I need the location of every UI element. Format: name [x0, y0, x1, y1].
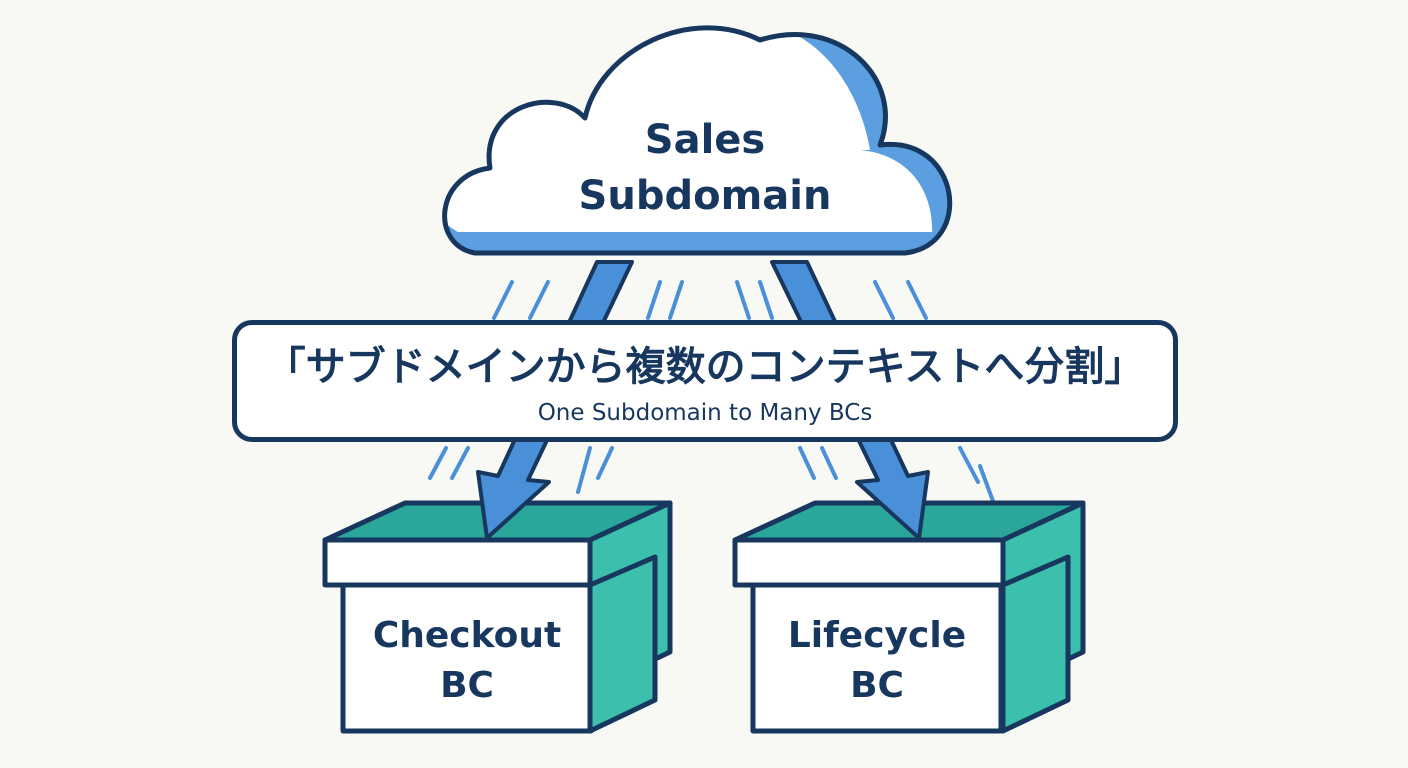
checkout-bc-line1: Checkout — [372, 615, 562, 656]
checkout-bc-label: Checkout BC — [343, 611, 591, 711]
split-banner: 「サブドメインから複数のコンテキストへ分割」 One Subdomain to … — [232, 320, 1178, 442]
checkout-box-side — [587, 554, 658, 734]
checkout-box-rim — [322, 537, 593, 588]
banner-japanese-text: 「サブドメインから複数のコンテキストへ分割」 — [265, 344, 1145, 390]
sales-subdomain-line2: Subdomain — [578, 173, 832, 219]
lifecycle-bc-line2: BC — [850, 665, 904, 706]
lifecycle-bc-label: Lifecycle BC — [753, 611, 1001, 711]
checkout-box-front — [340, 582, 594, 734]
motion-lines — [428, 280, 1002, 522]
sales-subdomain-line1: Sales — [644, 117, 766, 163]
lifecycle-box-rim — [732, 537, 1006, 588]
lifecycle-bc-line1: Lifecycle — [787, 615, 967, 656]
lifecycle-box-side — [1000, 554, 1071, 734]
checkout-bc-line2: BC — [440, 665, 494, 706]
banner-english-text: One Subdomain to Many BCs — [537, 400, 873, 426]
sales-subdomain-label: Sales Subdomain — [540, 112, 870, 224]
